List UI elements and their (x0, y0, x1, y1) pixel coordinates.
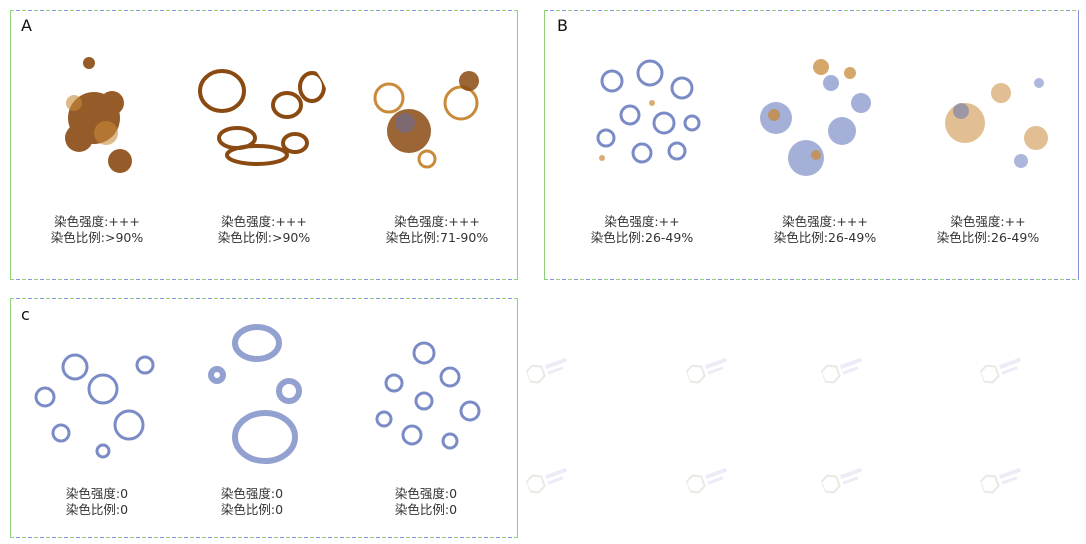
staining-intensity: 染色强度:0 (220, 486, 284, 501)
staining-ratio: 染色比例:>90% (50, 230, 144, 245)
staining-intensity: 染色强度:+++ (221, 214, 307, 229)
micrograph-c3 (351, 320, 501, 470)
organoid-clusters (760, 59, 871, 176)
caption-c1: 染色强度:0 染色比例:0 (17, 486, 177, 518)
micrograph-a3 (346, 40, 496, 190)
staining-ratio: 染色比例:0 (65, 502, 129, 517)
micrograph-c1 (22, 320, 172, 470)
caption-c2: 染色强度:0 染色比例:0 (172, 486, 332, 518)
organoid-clusters (65, 57, 132, 173)
staining-intensity: 染色强度:++ (604, 214, 680, 229)
watermark-logo-icon (978, 461, 1030, 504)
watermark-logo-icon (684, 351, 736, 394)
watermark-logo-icon (978, 351, 1030, 394)
caption-b1: 染色强度:++ 染色比例:26-49% (562, 214, 722, 246)
staining-intensity: 染色强度:+++ (782, 214, 868, 229)
staining-intensity: 染色强度:+++ (54, 214, 140, 229)
caption-a2: 染色强度:+++ 染色比例:>90% (184, 214, 344, 246)
organoid-rings (596, 59, 701, 164)
organoid-fragments (375, 341, 481, 450)
panel-label: A (21, 16, 32, 35)
panel-c: c (10, 298, 518, 538)
panel-label: c (21, 305, 30, 324)
staining-intensity: 染色强度:+++ (394, 214, 480, 229)
organoid-rings (208, 324, 302, 464)
caption-b3: 染色强度:++ 染色比例:26-49% (908, 214, 1068, 246)
staining-ratio: 染色比例:26-49% (590, 230, 694, 245)
micrograph-b1 (569, 40, 719, 190)
caption-c3: 染色强度:0 染色比例:0 (346, 486, 506, 518)
micrograph-a1 (21, 40, 171, 190)
staining-ratio: 染色比例:71-90% (385, 230, 489, 245)
organoid-rings (34, 353, 155, 459)
panel-label: B (557, 16, 568, 35)
micrograph-c2 (186, 320, 336, 470)
staining-intensity: 染色强度:0 (65, 486, 129, 501)
watermark-logo-icon (819, 351, 871, 394)
micrograph-b3 (918, 40, 1068, 190)
staining-ratio: 染色比例:0 (394, 502, 458, 517)
organoid-clusters (945, 78, 1048, 168)
micrograph-b2 (743, 40, 893, 190)
organoid-mixed (373, 71, 479, 169)
staining-ratio: 染色比例:>90% (217, 230, 311, 245)
staining-ratio: 染色比例:0 (220, 502, 284, 517)
watermark-logo-icon (524, 461, 576, 504)
staining-ratio: 染色比例:26-49% (936, 230, 1040, 245)
micrograph-a2 (184, 40, 334, 190)
organoid-rings (198, 69, 326, 166)
staining-ratio: 染色比例:26-49% (773, 230, 877, 245)
watermark-logo-icon (684, 461, 736, 504)
watermark-logo-icon (819, 461, 871, 504)
staining-intensity: 染色强度:++ (950, 214, 1026, 229)
staining-intensity: 染色强度:0 (394, 486, 458, 501)
caption-a3: 染色强度:+++ 染色比例:71-90% (357, 214, 517, 246)
caption-a1: 染色强度:+++ 染色比例:>90% (17, 214, 177, 246)
caption-b2: 染色强度:+++ 染色比例:26-49% (745, 214, 905, 246)
watermark-logo-icon (524, 351, 576, 394)
